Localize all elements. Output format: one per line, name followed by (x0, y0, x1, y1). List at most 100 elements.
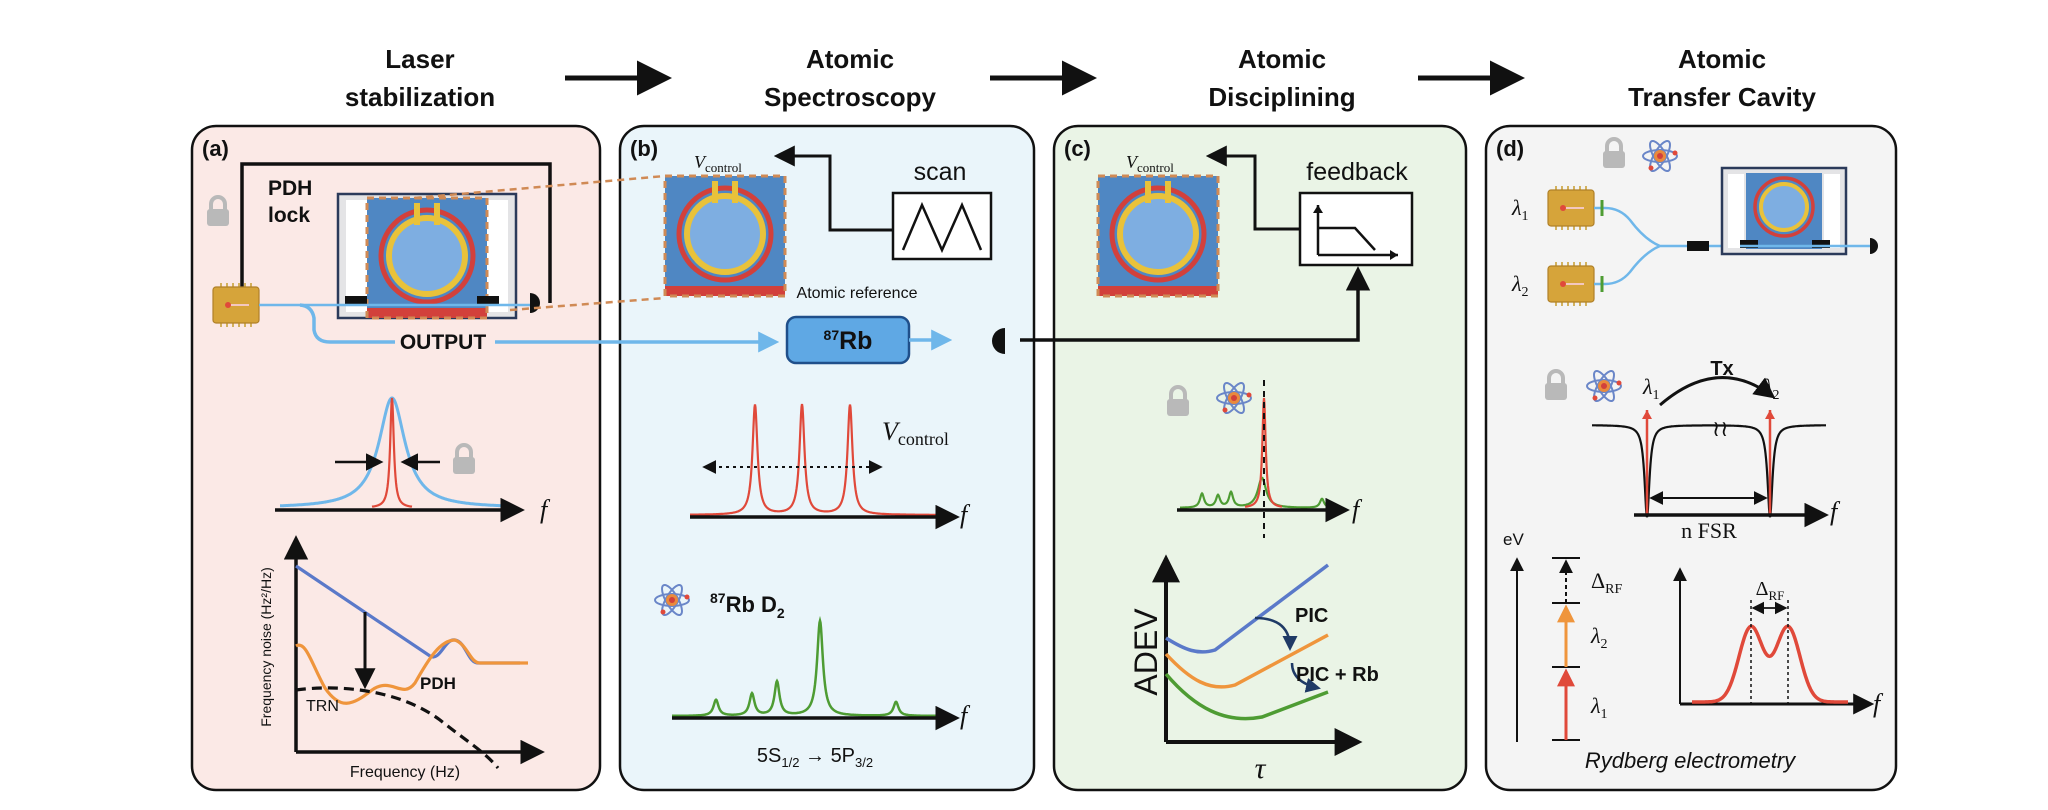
transfer-clip-left (1728, 174, 1744, 248)
transition-label: 5S1/2 → 5P3/2 (757, 745, 873, 770)
header-transfer-line2: Transfer Cavity (1628, 82, 1816, 112)
axis-break-mark: ≀≀ (1712, 416, 1729, 441)
feedback-signal-line (1020, 266, 1371, 342)
transfer-ring-outer (1753, 176, 1815, 238)
laser-chip-lambda2 (1547, 261, 1595, 307)
adev-trace-free (1165, 563, 1330, 654)
adev-trace-pic (1164, 633, 1329, 689)
rydberg-electrometry-label: Rydberg electrometry (1585, 748, 1797, 773)
panel-a: (a) PDH lock OUTPUT f Frequency noise (202, 136, 780, 781)
splitting-guide-lines (1750, 600, 1789, 704)
tau-label: τ (1255, 752, 1267, 785)
adev-trace-pic-rb (1164, 672, 1329, 721)
photodetector-d (1870, 238, 1878, 254)
tx-transfer-arrow (1659, 376, 1776, 407)
linewidth-trace-locked (371, 397, 413, 508)
cavity-plot-f-label: f (960, 500, 971, 529)
header-spectroscopy-line2: Spectroscopy (764, 82, 936, 112)
pdh-trace-label: PDH (420, 674, 456, 693)
coupler-right (477, 296, 499, 306)
photodetector-b (992, 328, 1005, 354)
header-laser-stabilization: Laser stabilization (345, 44, 495, 112)
adev-label: ADEV (1128, 608, 1164, 696)
transmission-trace (1592, 424, 1826, 518)
coupler-d (1687, 241, 1709, 251)
zoom-line-bottom (509, 296, 666, 312)
control-voltage-arrow (1205, 145, 1300, 231)
noise-plot-ylabel: Frequency noise (Hz²/Hz) (258, 567, 274, 727)
splitting-f-label: f (1873, 689, 1884, 718)
rb-plot-f-label: f (960, 701, 971, 730)
output-beam-a (299, 303, 395, 344)
rb-cell-label: 87Rb (824, 327, 873, 355)
laser-chip-lambda1 (1547, 185, 1595, 231)
ring-resonator-a (367, 198, 487, 318)
transfer-coupler-right (1812, 240, 1830, 248)
pic-label: PIC (1295, 605, 1328, 627)
rb-d2-spectrum-trace (672, 615, 950, 718)
panel-a-tag: (a) (202, 136, 229, 161)
filter-icon-axes (1316, 205, 1398, 257)
tx-label: Tx (1710, 358, 1733, 380)
feedback-label: feedback (1306, 158, 1408, 186)
header-atomic-disciplining: Atomic Disciplining (1208, 44, 1355, 112)
transfer-coupler-left (1740, 240, 1758, 248)
noise-plot-xlabel: Frequency (Hz) (350, 764, 460, 781)
lock-plot-f-label: f (1352, 495, 1363, 524)
transfer-clip-right (1824, 174, 1840, 248)
zoom-line-top (413, 174, 666, 200)
panel-c: (c) Vcontrol feedback f ADEV τ PIC PIC +… (1020, 136, 1414, 785)
header-transfer-line1: Atomic (1678, 44, 1766, 74)
lambda1-level-label: λ1 (1590, 693, 1608, 722)
triangle-wave-icon (901, 201, 983, 254)
lambda1-tx-label: λ1 (1642, 374, 1660, 403)
cavity-resonance-trace (690, 403, 945, 516)
vcontrol-label-c: Vcontrol (1126, 152, 1174, 175)
transfer-ring-inner (1759, 182, 1809, 232)
panel-d-tag: (d) (1496, 136, 1524, 161)
header-spectroscopy-line1: Atomic (806, 44, 894, 74)
energy-axis-label: eV (1503, 530, 1524, 549)
vcontrol-label-b: Vcontrol (694, 152, 742, 175)
lambda2-level-label: λ2 (1590, 623, 1608, 652)
pdh-feedback-loop (240, 162, 552, 303)
header-atomic-spectroscopy: Atomic Spectroscopy (764, 44, 936, 112)
delta-rf-splitting-label: ΔRF (1756, 578, 1785, 603)
tx-plot-f-label: f (1830, 497, 1841, 526)
panel-b: (b) Vcontrol scan Atomic reference 87Rb … (630, 136, 1005, 770)
header-laser-line1: Laser (385, 44, 454, 74)
header-laser-line2: stabilization (345, 82, 495, 112)
improvement-arrow-1 (1254, 616, 1298, 651)
atomic-reference-label: Atomic reference (797, 285, 918, 302)
cavity-clip-left (346, 200, 368, 312)
scan-label: scan (914, 158, 967, 186)
pic-rb-label: PIC + Rb (1296, 664, 1379, 686)
header-disciplining-line2: Disciplining (1208, 82, 1355, 112)
n-fsr-label: n FSR (1681, 518, 1737, 543)
coupler-left (345, 296, 367, 306)
combiner-waveguides (1594, 206, 1740, 286)
panel-d: (d) λ1 λ2 λ1 λ2 Tx ≀≀ n FSR f (1496, 136, 1884, 773)
lambda1-chip-label: λ1 (1511, 195, 1529, 224)
laser-chip-icon (212, 282, 260, 328)
linewidth-f-label: f (540, 495, 551, 524)
panel-b-tag: (b) (630, 136, 658, 161)
scan-control-arrow (773, 145, 895, 232)
filter-icon-response (1318, 226, 1376, 251)
pdh-lock-label-2: lock (268, 204, 310, 227)
laser-lines (1645, 410, 1772, 515)
pdh-lock-label-1: PDH (268, 177, 312, 200)
ring-resonator-c (1098, 176, 1218, 296)
trn-label: TRN (306, 698, 339, 715)
trn-limit-curve (295, 686, 500, 770)
header-atomic-transfer-cavity: Atomic Transfer Cavity (1628, 44, 1816, 112)
noise-trace-locked (295, 638, 528, 705)
lambda2-chip-label: λ2 (1511, 271, 1529, 300)
autler-townes-trace (1692, 624, 1848, 704)
panel-c-tag: (c) (1064, 136, 1091, 161)
ring-resonator-b (665, 176, 785, 296)
output-label: OUTPUT (400, 331, 487, 354)
improvement-arrow-2 (1290, 662, 1321, 693)
rb-d2-label: 87Rb D2 (710, 590, 785, 621)
